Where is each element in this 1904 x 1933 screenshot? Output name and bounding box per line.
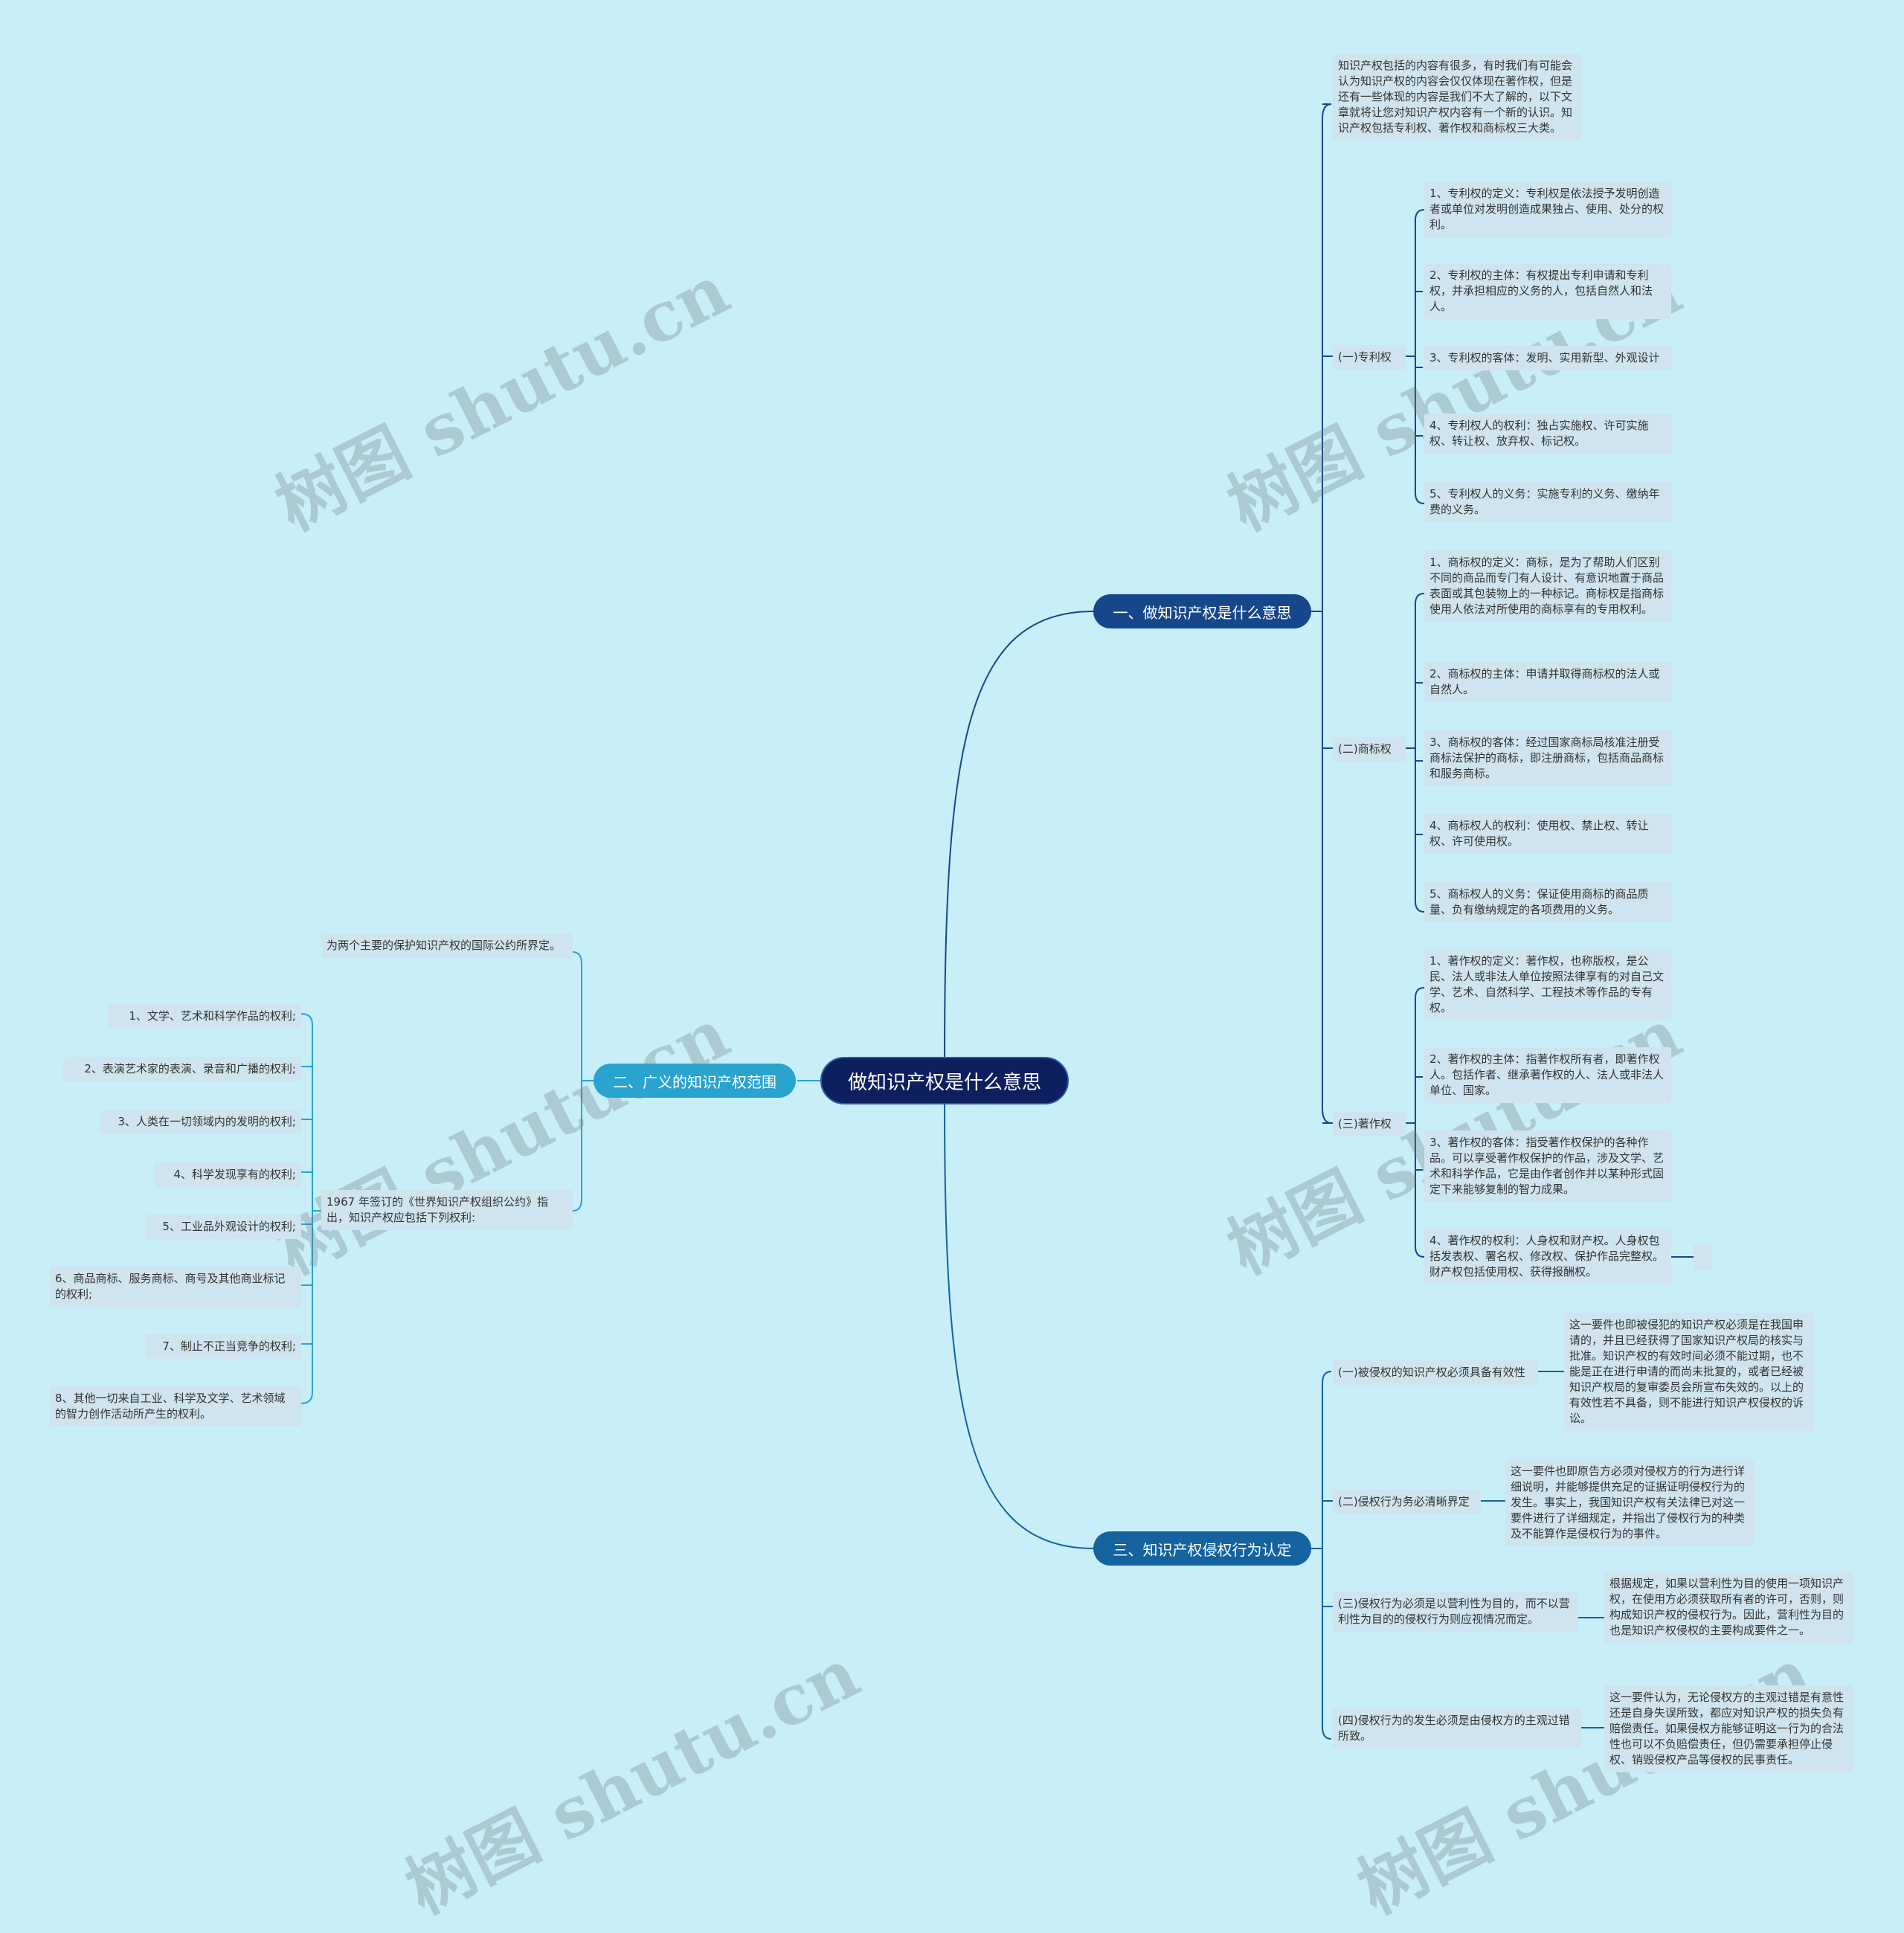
scope-item-1[interactable]: 1、文学、艺术和科学作品的权利; [108, 1004, 301, 1029]
copyright-item-4[interactable]: 4、著作权的权利：人身权和财产权。人身权包括发表权、署名权、修改权、保护作品完整… [1424, 1229, 1671, 1284]
trademark-item-3[interactable]: 3、商标权的客体：经过国家商标局核准注册受商标法保护的商标，即注册商标，包括商品… [1424, 730, 1671, 786]
scope-item-2[interactable]: 2、表演艺术家的表演、录音和广播的权利; [63, 1057, 301, 1081]
infringement-item-2-label[interactable]: (二)侵权行为务必清晰界定 [1333, 1490, 1481, 1514]
infringement-item-1-text[interactable]: 这一要件也即被侵犯的知识产权必须是在我国申请的，并且已经获得了国家知识产权局的核… [1564, 1313, 1813, 1431]
intro-leaf[interactable]: 知识产权包括的内容有很多，有时我们有可能会认为知识产权的内容会仅仅体现在著作权，… [1333, 54, 1581, 141]
patent-node[interactable]: (一)专利权 [1333, 345, 1406, 370]
watermark: 树图 shutu.cn [393, 1633, 872, 1930]
scope-item-7[interactable]: 7、制止不正当竞争的权利; [145, 1334, 301, 1359]
patent-item-4[interactable]: 4、专利权人的权利：独占实施权、许可实施权、转让权、放弃权、标记权。 [1424, 414, 1671, 454]
infringement-item-3-text[interactable]: 根据规定，如果以营利性为目的使用一项知识产权，在使用方必须获取所有者的许可，否则… [1604, 1572, 1853, 1643]
branch-node-2[interactable]: 二、广义的知识产权范围 [594, 1064, 796, 1098]
infringement-item-1-label[interactable]: (一)被侵权的知识产权必须具备有效性 [1333, 1360, 1538, 1385]
scope-item-6[interactable]: 6、商品商标、服务商标、商号及其他商业标记的权利; [50, 1267, 301, 1307]
trademark-item-5[interactable]: 5、商标权人的义务：保证使用商标的商品质量、负有缴纳规定的各项费用的义务。 [1424, 882, 1671, 922]
watermark: 树图 shutu.cn [263, 249, 742, 547]
scope-sub-2[interactable]: 1967 年签订的《世界知识产权组织公约》指出，知识产权应包括下列权利: [321, 1190, 573, 1230]
infringement-item-2-text[interactable]: 这一要件也即原告方必须对侵权方的行为进行详细说明，并能够提供充足的证据证明侵权行… [1505, 1459, 1755, 1546]
watermark: 树图 shutu.cn [1345, 1633, 1824, 1930]
scope-sub-1[interactable]: 为两个主要的保护知识产权的国际公约所界定。 [321, 933, 573, 958]
copyright-item-2[interactable]: 2、著作权的主体：指著作权所有者，即著作权人。包括作者、继承著作权的人、法人或非… [1424, 1047, 1671, 1103]
infringement-item-4-text[interactable]: 这一要件认为，无论侵权方的主观过错是有意性还是自身失误所致，都应对知识产权的损失… [1604, 1685, 1853, 1772]
scope-item-5[interactable]: 5、工业品外观设计的权利; [145, 1215, 301, 1239]
infringement-item-4-label[interactable]: (四)侵权行为的发生必须是由侵权方的主观过错所致。 [1333, 1708, 1581, 1749]
trademark-item-1[interactable]: 1、商标权的定义：商标，是为了帮助人们区别不同的商品而专门有人设计、有意识地置于… [1424, 550, 1671, 622]
patent-item-3[interactable]: 3、专利权的客体：发明、实用新型、外观设计 [1424, 346, 1671, 370]
scope-item-4[interactable]: 4、科学发现享有的权利; [155, 1162, 301, 1187]
scope-item-3[interactable]: 3、人类在一切领域内的发明的权利; [100, 1110, 301, 1134]
patent-item-5[interactable]: 5、专利权人的义务：实施专利的义务、缴纳年费的义务。 [1424, 482, 1671, 522]
patent-item-2[interactable]: 2、专利权的主体：有权提出专利申请和专利权，并承担相应的义务的人，包括自然人和法… [1424, 263, 1671, 319]
scope-item-8[interactable]: 8、其他一切来自工业、科学及文学、艺术领域的智力创作活动所产生的权利。 [50, 1386, 301, 1427]
branch-node-1[interactable]: 一、做知识产权是什么意思 [1093, 594, 1311, 628]
copyright-item-3[interactable]: 3、著作权的客体：指受著作权保护的各种作品。可以享受著作权保护的作品，涉及文学、… [1424, 1130, 1671, 1202]
root-node[interactable]: 做知识产权是什么意思 [820, 1057, 1069, 1104]
copyright-node[interactable]: (三)著作权 [1333, 1112, 1406, 1136]
trademark-item-4[interactable]: 4、商标权人的权利：使用权、禁止权、转让权、许可使用权。 [1424, 814, 1671, 854]
trademark-node[interactable]: (二)商标权 [1333, 737, 1406, 762]
watermark: 树图 shutu.cn [263, 993, 742, 1290]
empty-leaf[interactable] [1694, 1244, 1711, 1270]
copyright-item-1[interactable]: 1、著作权的定义：著作权，也称版权，是公民、法人或非法人单位按照法律享有的对自己… [1424, 949, 1671, 1020]
trademark-item-2[interactable]: 2、商标权的主体：申请并取得商标权的法人或自然人。 [1424, 662, 1671, 702]
patent-item-1[interactable]: 1、专利权的定义：专利权是依法授予发明创造者或单位对发明创造成果独占、使用、处分… [1424, 181, 1671, 237]
branch-node-3[interactable]: 三、知识产权侵权行为认定 [1093, 1531, 1311, 1566]
infringement-item-3-label[interactable]: (三)侵权行为必须是以营利性为目的，而不以营利性为目的的侵权行为则应视情况而定。 [1333, 1592, 1578, 1632]
